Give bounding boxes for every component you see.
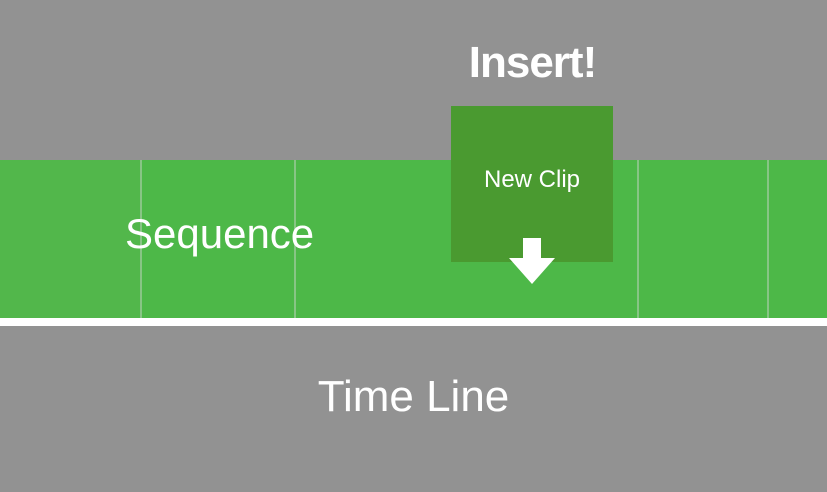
clip-divider	[294, 160, 296, 318]
new-clip-block	[451, 106, 613, 262]
clip-divider	[637, 160, 639, 318]
sequence-label: Sequence	[125, 210, 315, 257]
timeline-divider	[0, 318, 827, 326]
sequence-clip	[0, 160, 140, 318]
insert-title: Insert!	[468, 38, 597, 87]
clip-divider	[140, 160, 142, 318]
timeline-label: Time Line	[317, 372, 510, 421]
clip-divider	[767, 160, 769, 318]
arrow-down-icon	[509, 238, 555, 284]
new-clip-label: New Clip	[483, 166, 581, 193]
